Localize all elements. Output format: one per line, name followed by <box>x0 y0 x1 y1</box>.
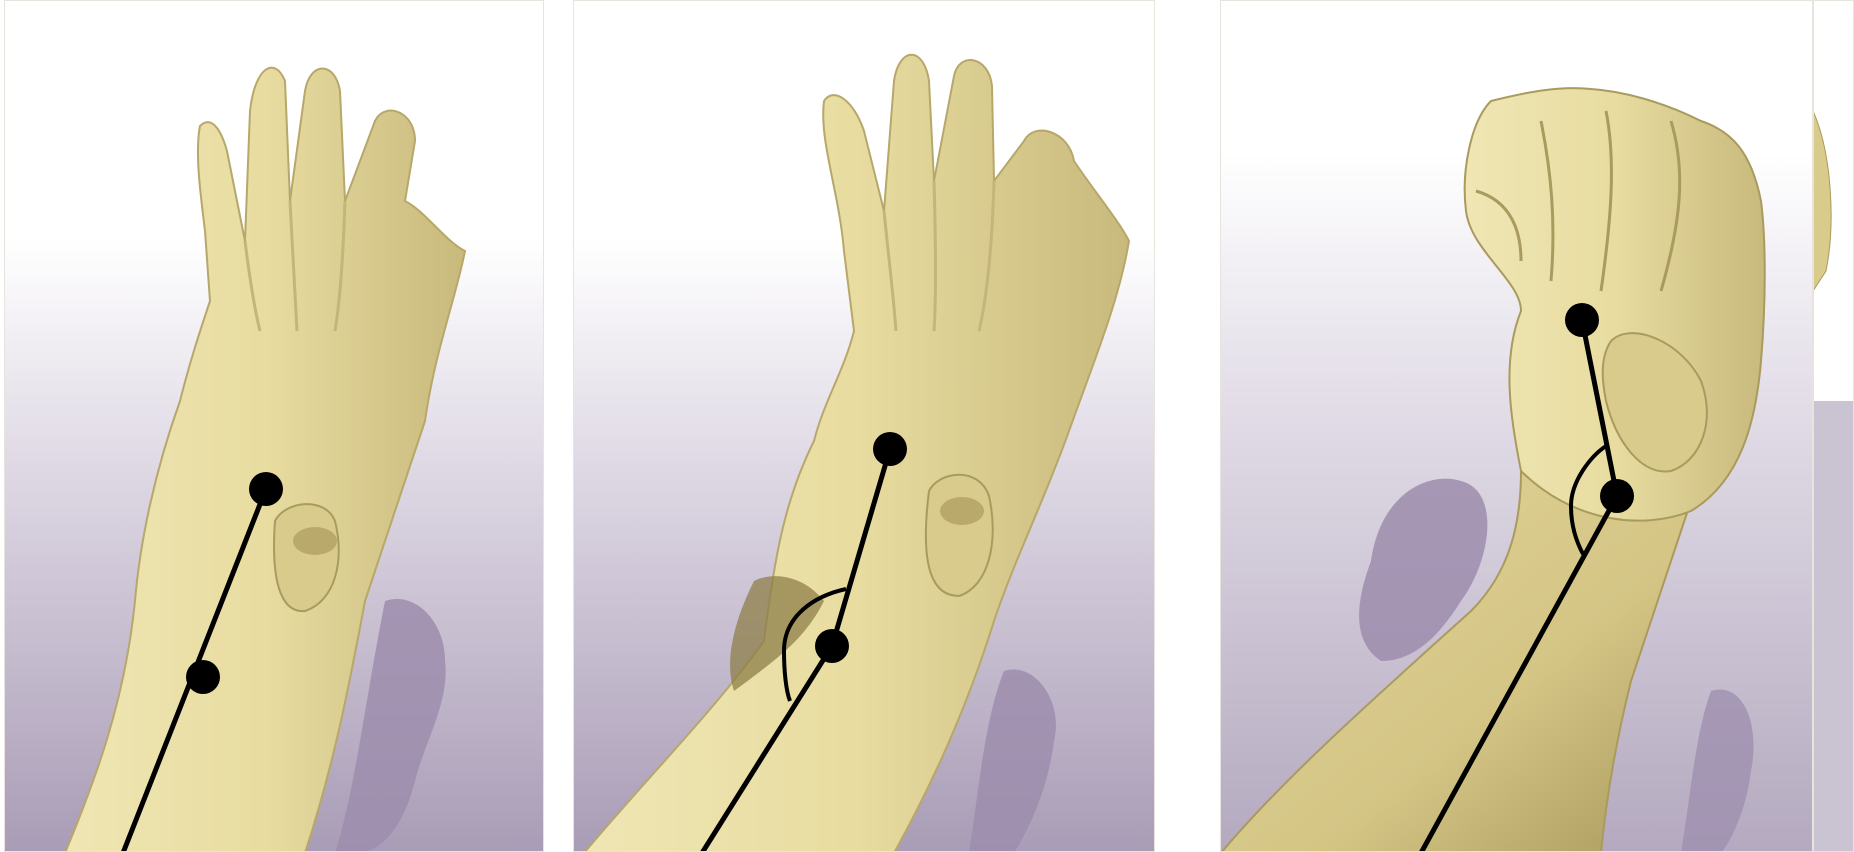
finger-crease <box>934 181 936 331</box>
joint-marker <box>815 629 849 663</box>
panel-1-illustration <box>5 1 544 852</box>
thumb-tip <box>940 497 984 525</box>
panel-3-illustration <box>1221 1 1854 852</box>
panel-2 <box>573 0 1155 852</box>
panel-2-illustration <box>574 1 1155 852</box>
joint-marker <box>1600 479 1634 513</box>
joint-marker <box>873 432 907 466</box>
joint-marker <box>249 472 283 506</box>
joint-marker <box>1565 303 1599 337</box>
panel-3 <box>1220 0 1854 852</box>
adjacent-panel-shadow <box>1813 401 1854 852</box>
thumb-tip <box>293 527 337 555</box>
joint-marker <box>186 660 220 694</box>
panel-1 <box>4 0 544 852</box>
